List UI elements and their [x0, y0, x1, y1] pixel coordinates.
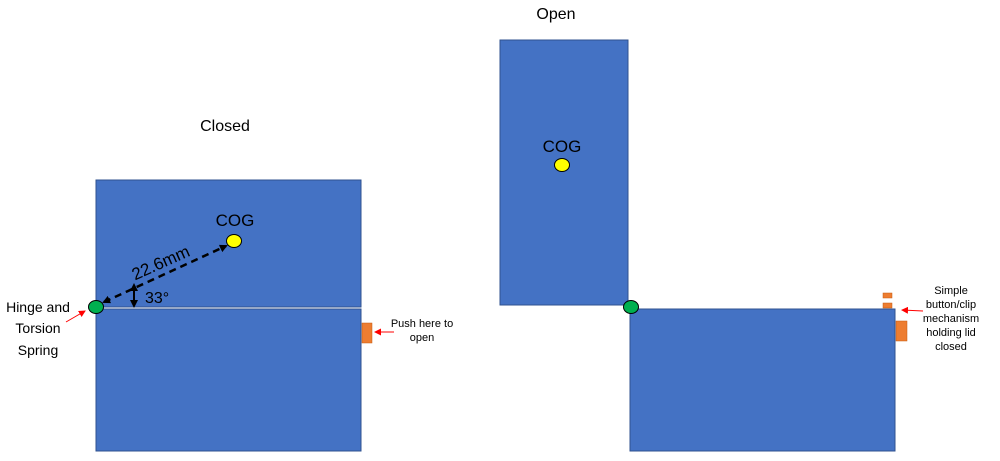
angle-label: 33° [145, 290, 169, 307]
hinge-pointer-arrow [65, 310, 86, 323]
open-base-panel [629, 308, 896, 452]
push-button [361, 322, 373, 344]
closed-state: Closed 22.6mm 33° COG Hinge and Torsion … [6, 118, 453, 452]
hinge-label-line-1: Hinge and [6, 299, 70, 315]
clip-label-line-5: closed [935, 341, 967, 353]
open-cog-marker [554, 158, 570, 172]
closed-base-panel [95, 308, 362, 452]
closed-cog-marker [226, 234, 242, 248]
clip-top-part [882, 292, 893, 299]
clip-button [895, 320, 908, 342]
open-title: Open [536, 6, 575, 23]
clip-label-line-4: holding lid [926, 327, 976, 339]
closed-cog-label: COG [216, 211, 255, 230]
distance-arrow [102, 244, 228, 304]
clip-pointer-arrow [901, 306, 924, 314]
push-label-line-2: open [410, 332, 434, 344]
open-lid-panel [499, 39, 629, 306]
open-cog-label: COG [543, 137, 582, 156]
clip-middle-part [882, 302, 893, 309]
hinge-label-line-3: Spring [18, 342, 58, 358]
clip-label: Simple button/clip mechanism holding lid… [923, 285, 979, 353]
hinge-label-line-2: Torsion [15, 320, 60, 336]
open-hinge-marker [623, 300, 639, 314]
clip-label-line-3: mechanism [923, 313, 979, 325]
push-label: Push here to open [391, 318, 453, 344]
open-state: Open COG Simple button/clip mechanism ho… [499, 6, 979, 452]
clip-label-line-2: button/clip [926, 299, 976, 311]
hinge-label: Hinge and Torsion Spring [6, 299, 70, 358]
clip-label-line-1: Simple [934, 285, 968, 297]
closed-hinge-marker [88, 300, 104, 314]
closed-title: Closed [200, 118, 250, 135]
push-label-line-1: Push here to [391, 318, 453, 330]
